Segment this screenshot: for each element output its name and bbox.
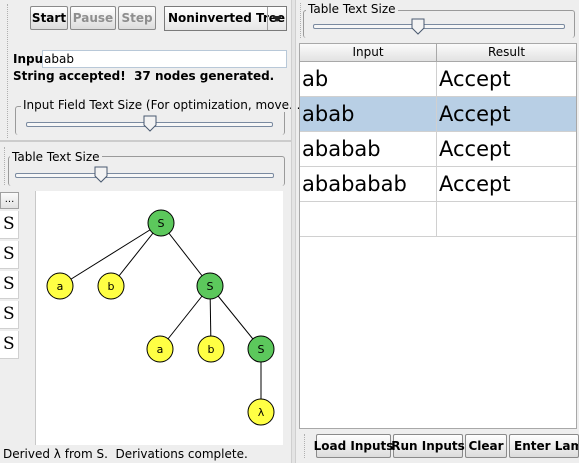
step-button[interactable]: Step [118, 6, 156, 30]
input-text-size-thumb[interactable] [143, 115, 158, 132]
input-cell[interactable]: ababab [300, 132, 437, 167]
tree-node[interactable]: S [147, 209, 175, 237]
tree-node[interactable]: a [146, 335, 174, 363]
tree-node[interactable]: S [196, 272, 224, 300]
chevron-down-icon[interactable] [267, 7, 286, 30]
tree-node[interactable]: λ [247, 398, 275, 426]
tree-edge [209, 285, 262, 350]
tree-node[interactable]: a [46, 272, 74, 300]
tree-node-label: S [258, 343, 265, 356]
results-header-input[interactable]: Input [300, 44, 437, 62]
tree-node[interactable]: b [197, 335, 225, 363]
input-text-size-title: Input Field Text Size (For optimization,… [21, 98, 303, 112]
results-header-result[interactable]: Result [437, 44, 576, 62]
left-table-text-size-thumb[interactable] [94, 166, 109, 183]
tree-node[interactable]: S [247, 335, 275, 363]
run-inputs-button[interactable]: Run Inputs [391, 434, 465, 458]
input-field[interactable]: abab [42, 50, 287, 68]
right-table-text-size-group [303, 10, 575, 38]
tree-node-label: S [207, 280, 214, 293]
result-cell[interactable]: Accept [439, 172, 511, 196]
right-table-text-size-title: Table Text Size [306, 2, 398, 16]
status-bar: Derived λ from S. Derivations complete. [3, 447, 248, 461]
right-table-size-grip [300, 3, 301, 38]
side-table-cell[interactable]: S [0, 241, 19, 269]
mode-select-value: Noninverted Tree [168, 11, 286, 25]
result-cell[interactable]: Accept [439, 137, 511, 161]
side-table-cell[interactable]: S [0, 271, 19, 299]
input-field-value: abab [44, 52, 74, 66]
input-cell[interactable]: ab [300, 62, 437, 97]
side-table-cell[interactable]: S [0, 331, 19, 359]
table-size-grip [4, 147, 5, 185]
side-table-cell[interactable]: S [0, 211, 19, 239]
bottom-toolbar-grip [304, 434, 305, 458]
tree-node-label: b [208, 343, 215, 356]
tree-node-label: a [57, 280, 64, 293]
control-panel-grip [7, 4, 8, 138]
left-pane-divider [0, 140, 291, 142]
input-cell[interactable]: abab [300, 97, 437, 132]
result-cell[interactable]: Accept [439, 102, 511, 126]
side-table-header[interactable]: ... [0, 192, 19, 209]
tree-edge [59, 222, 162, 287]
load-inputs-button[interactable]: Load Inputs [314, 434, 393, 458]
empty-table-row[interactable] [300, 202, 576, 237]
tree-node-label: b [108, 280, 115, 293]
tree-node-label: λ [258, 406, 265, 419]
status-message: String accepted! 37 nodes generated. [13, 69, 275, 83]
enter-lambda-button[interactable]: Enter Lamb [509, 434, 579, 458]
result-cell[interactable]: Accept [439, 67, 511, 91]
tree-node[interactable]: b [97, 272, 125, 300]
input-cell[interactable]: abababab [300, 167, 437, 202]
clear-button[interactable]: Clear [465, 434, 507, 458]
left-table-text-size-title: Table Text Size [10, 150, 102, 164]
tree-node-label: a [157, 343, 164, 356]
right-table-text-size-thumb[interactable] [411, 18, 426, 35]
right-table-text-size-slider[interactable] [313, 24, 565, 29]
side-table-cell[interactable]: S [0, 301, 19, 329]
start-button[interactable]: Start [30, 6, 68, 30]
mode-select[interactable]: Noninverted Tree [164, 6, 287, 31]
tree-node-label: S [158, 217, 165, 230]
left-table-text-size-group [8, 156, 285, 186]
pause-button[interactable]: Pause [70, 6, 116, 30]
split-divider[interactable] [291, 0, 296, 463]
input-label: Input [13, 52, 49, 66]
left-table-text-size-slider[interactable] [15, 173, 274, 178]
